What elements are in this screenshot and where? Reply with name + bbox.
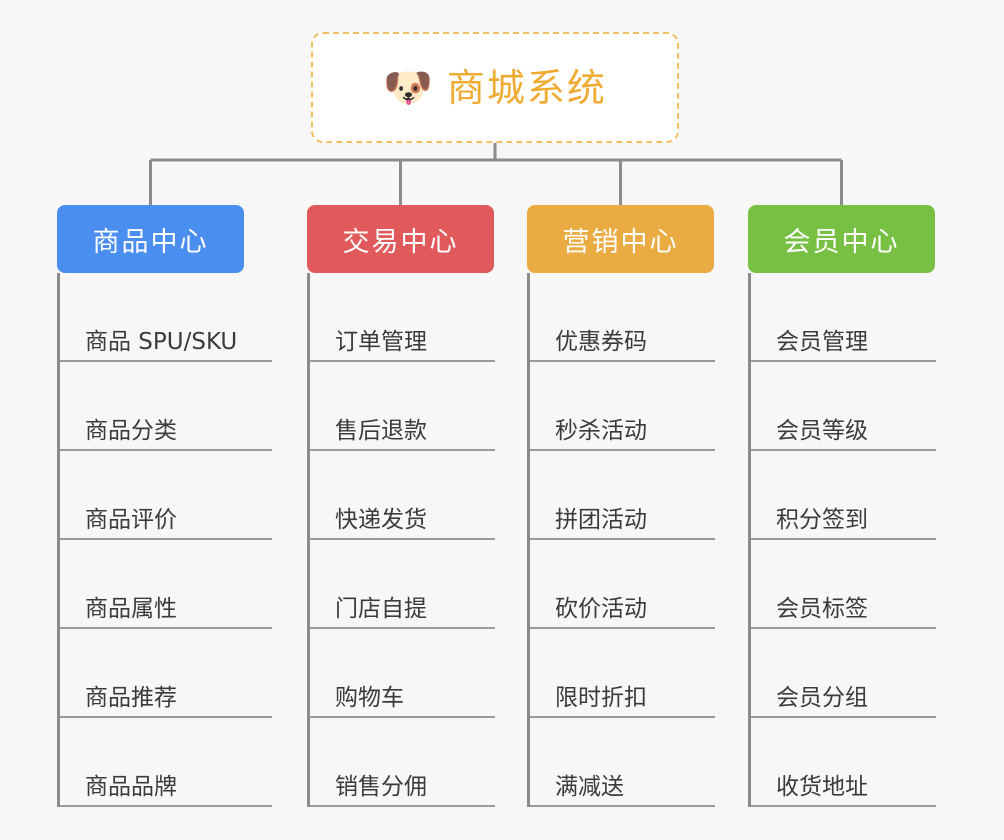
- leaf-item-label: 积分签到: [776, 506, 868, 533]
- leaf-item-label: 收货地址: [776, 773, 868, 800]
- leaf-item-underline: [751, 360, 936, 362]
- leaf-item[interactable]: 砍价活动: [527, 540, 715, 629]
- dog-face-icon: 🐶: [383, 64, 433, 111]
- category-column-marketing-center: 营销中心优惠券码秒杀活动拼团活动砍价活动限时折扣满减送: [527, 205, 715, 807]
- category-header-marketing-center[interactable]: 营销中心: [527, 205, 714, 273]
- leaf-item[interactable]: 订单管理: [307, 273, 495, 362]
- leaf-item[interactable]: 商品 SPU/SKU: [57, 273, 272, 362]
- leaf-item-label: 销售分佣: [335, 773, 427, 800]
- category-header-member-center[interactable]: 会员中心: [748, 205, 935, 273]
- leaf-item-label: 商品分类: [85, 417, 177, 444]
- leaf-stack-product-center: 商品 SPU/SKU 商品分类商品评价商品属性商品推荐商品品牌: [57, 273, 272, 807]
- root-node[interactable]: 🐶 商城系统: [311, 32, 679, 143]
- root-title: 商城系统: [446, 65, 607, 110]
- category-column-member-center: 会员中心会员管理会员等级积分签到会员标签会员分组收货地址: [748, 205, 936, 807]
- leaf-stack-trade-center: 订单管理售后退款快递发货门店自提购物车销售分佣: [307, 273, 495, 807]
- leaf-item-label: 快递发货: [335, 506, 427, 533]
- leaf-item-underline: [60, 627, 272, 629]
- leaf-item-label: 会员管理: [776, 328, 868, 355]
- leaf-item[interactable]: 会员等级: [748, 362, 936, 451]
- leaf-item-underline: [530, 360, 715, 362]
- leaf-item-label: 会员等级: [776, 417, 868, 444]
- leaf-item-label: 商品品牌: [85, 773, 177, 800]
- leaf-item-underline: [310, 449, 495, 451]
- leaf-item-underline: [310, 360, 495, 362]
- leaf-item[interactable]: 会员标签: [748, 540, 936, 629]
- leaf-item-underline: [751, 716, 936, 718]
- leaf-stack-marketing-center: 优惠券码秒杀活动拼团活动砍价活动限时折扣满减送: [527, 273, 715, 807]
- leaf-item[interactable]: 销售分佣: [307, 718, 495, 807]
- leaf-item-underline: [60, 805, 272, 807]
- leaf-item[interactable]: 商品分类: [57, 362, 272, 451]
- leaf-item-underline: [530, 449, 715, 451]
- leaf-item-underline: [60, 360, 272, 362]
- leaf-item[interactable]: 购物车: [307, 629, 495, 718]
- leaf-item-label: 售后退款: [335, 417, 427, 444]
- leaf-item-underline: [310, 716, 495, 718]
- leaf-item-underline: [530, 805, 715, 807]
- leaf-stack-member-center: 会员管理会员等级积分签到会员标签会员分组收货地址: [748, 273, 936, 807]
- leaf-item-label: 拼团活动: [555, 506, 647, 533]
- column-spine-marketing-center: [527, 273, 530, 807]
- category-header-product-center[interactable]: 商品中心: [57, 205, 244, 273]
- leaf-item-underline: [60, 449, 272, 451]
- leaf-item-underline: [530, 538, 715, 540]
- leaf-item-underline: [310, 538, 495, 540]
- leaf-item-underline: [530, 627, 715, 629]
- leaf-item-underline: [751, 805, 936, 807]
- leaf-item-underline: [751, 449, 936, 451]
- leaf-item-underline: [310, 805, 495, 807]
- leaf-item-label: 满减送: [555, 773, 624, 800]
- leaf-item-label: 秒杀活动: [555, 417, 647, 444]
- leaf-item-label: 商品 SPU/SKU: [85, 328, 238, 355]
- leaf-item[interactable]: 限时折扣: [527, 629, 715, 718]
- leaf-item-label: 商品推荐: [85, 684, 177, 711]
- leaf-item[interactable]: 门店自提: [307, 540, 495, 629]
- leaf-item-label: 会员分组: [776, 684, 868, 711]
- column-spine-member-center: [748, 273, 751, 807]
- leaf-item-label: 订单管理: [335, 328, 427, 355]
- leaf-item-underline: [60, 538, 272, 540]
- leaf-item-underline: [310, 627, 495, 629]
- leaf-item-label: 限时折扣: [555, 684, 647, 711]
- leaf-item-label: 购物车: [335, 684, 404, 711]
- leaf-item-label: 商品评价: [85, 506, 177, 533]
- leaf-item[interactable]: 商品评价: [57, 451, 272, 540]
- leaf-item[interactable]: 秒杀活动: [527, 362, 715, 451]
- leaf-item[interactable]: 满减送: [527, 718, 715, 807]
- leaf-item[interactable]: 优惠券码: [527, 273, 715, 362]
- leaf-item[interactable]: 积分签到: [748, 451, 936, 540]
- leaf-item-label: 门店自提: [335, 595, 427, 622]
- leaf-item-label: 优惠券码: [555, 328, 647, 355]
- leaf-item[interactable]: 售后退款: [307, 362, 495, 451]
- column-spine-trade-center: [307, 273, 310, 807]
- category-column-product-center: 商品中心商品 SPU/SKU 商品分类商品评价商品属性商品推荐商品品牌: [57, 205, 272, 807]
- leaf-item[interactable]: 快递发货: [307, 451, 495, 540]
- leaf-item[interactable]: 会员分组: [748, 629, 936, 718]
- leaf-item-underline: [60, 716, 272, 718]
- category-header-trade-center[interactable]: 交易中心: [307, 205, 494, 273]
- leaf-item[interactable]: 商品品牌: [57, 718, 272, 807]
- column-spine-product-center: [57, 273, 60, 807]
- leaf-item[interactable]: 商品属性: [57, 540, 272, 629]
- leaf-item-underline: [751, 627, 936, 629]
- leaf-item[interactable]: 会员管理: [748, 273, 936, 362]
- leaf-item-label: 商品属性: [85, 595, 177, 622]
- leaf-item[interactable]: 收货地址: [748, 718, 936, 807]
- leaf-item[interactable]: 拼团活动: [527, 451, 715, 540]
- leaf-item-underline: [751, 538, 936, 540]
- leaf-item[interactable]: 商品推荐: [57, 629, 272, 718]
- leaf-item-underline: [530, 716, 715, 718]
- leaf-item-label: 砍价活动: [555, 595, 647, 622]
- category-column-trade-center: 交易中心订单管理售后退款快递发货门店自提购物车销售分佣: [307, 205, 495, 807]
- leaf-item-label: 会员标签: [776, 595, 868, 622]
